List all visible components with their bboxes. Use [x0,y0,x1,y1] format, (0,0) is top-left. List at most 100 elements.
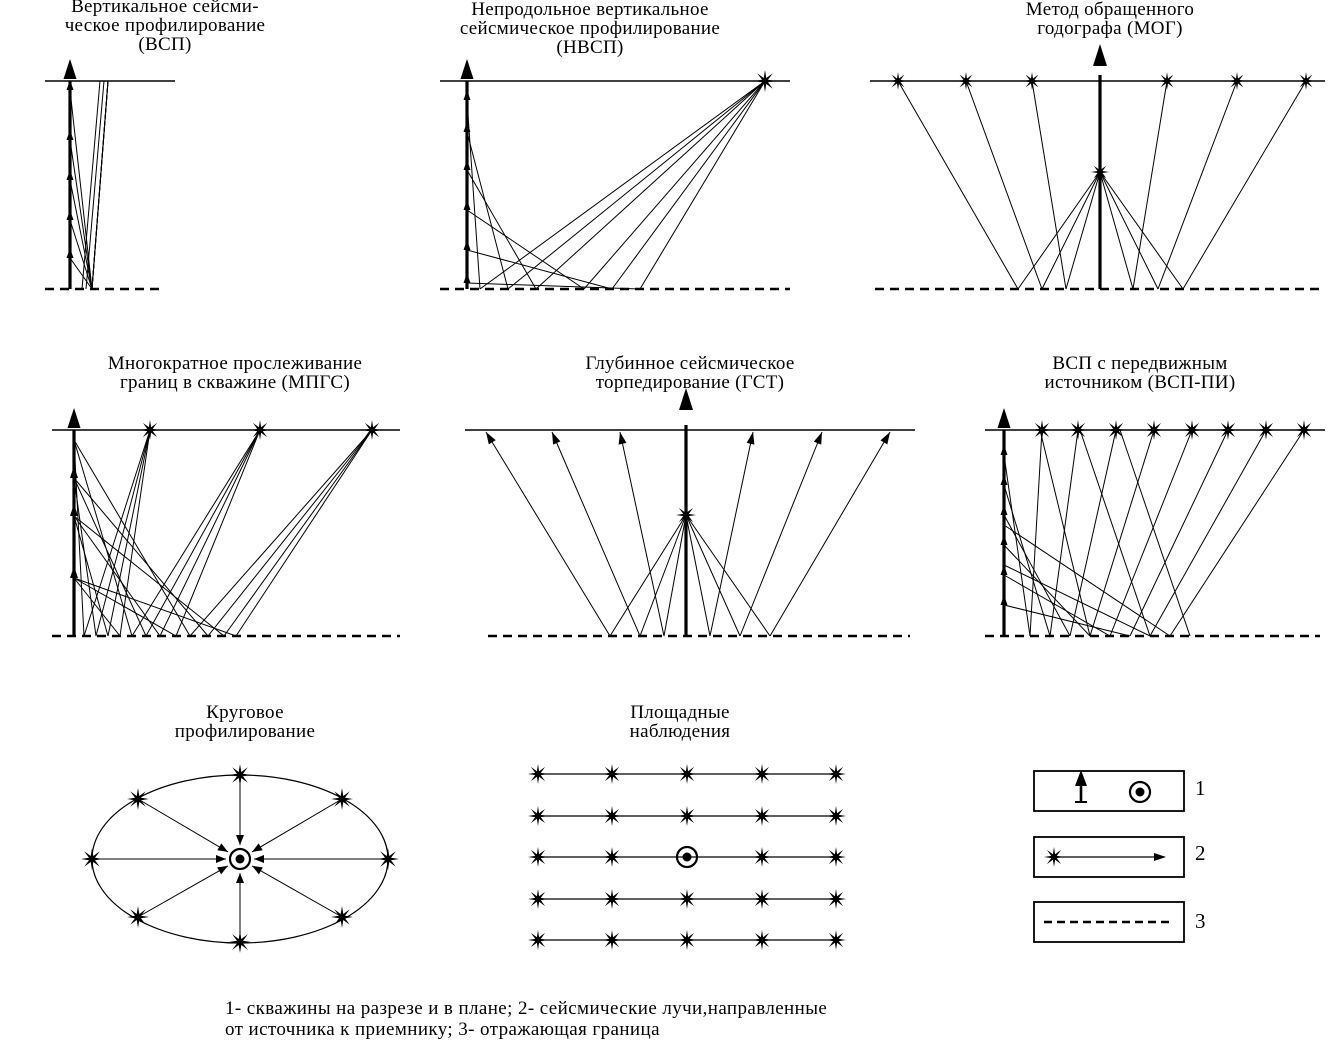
ray-line [73,515,109,637]
ray-line [1003,484,1051,637]
ray-line [73,439,191,637]
ray-line [663,514,687,637]
source-star-icon [826,806,846,826]
title-vsp-pi: ВСП с передвижным источником (ВСП-ПИ) [1044,353,1236,393]
ray-line [583,80,766,290]
source-star-icon [752,764,772,784]
source-star-icon [528,806,548,826]
ray-line [1119,429,1191,637]
ray-line [897,80,1019,290]
legend-borehole-arrow-icon [1075,770,1087,786]
ray-line [551,431,641,637]
ray-line [69,257,93,290]
ray-line [1003,574,1111,637]
ray-line [639,514,687,637]
ray-arrowhead [254,855,264,863]
ray-line [73,515,161,637]
ray-line [769,431,891,637]
ray-line [1099,171,1134,290]
source-star-icon [528,764,548,784]
ray-line [1099,171,1184,290]
ray-line [73,477,209,637]
ray-line [611,80,766,290]
ray-line [1182,80,1307,290]
receiver-arrow-icon [1000,505,1008,515]
ray-line [1039,429,1091,637]
legend-box-1 [1033,770,1185,812]
ray-line [507,80,766,290]
ray-line [73,577,237,637]
receiver-arrow-icon [463,240,471,250]
source-star-icon [752,930,772,950]
ray-line [485,431,611,637]
legend-well-plan-icon [1128,780,1152,804]
ray-arrowhead [236,873,244,883]
source-star-icon [677,806,697,826]
ray-line [235,429,373,637]
ray-arrowhead [486,432,496,445]
ray-line [739,431,823,637]
ray-line [159,429,261,637]
ray-line [1003,604,1131,637]
title-circular: Круговое профилирование [174,702,316,742]
source-star-icon [528,889,548,909]
ray-line [1149,429,1267,637]
ray-line [119,429,151,637]
ray-line [189,429,373,637]
legend [1033,770,1185,943]
receiver-arrow-icon [1000,535,1008,545]
ray-line [73,515,225,637]
ray-line [73,439,133,637]
legend-ray-arrowhead [1154,853,1166,861]
title-gst: Глубинное сейсмическое торпедирование (Г… [585,353,795,393]
legend-box-2 [1033,836,1185,878]
legend-caption: 1- скважины на разрезе и в плане; 2- сей… [225,998,828,1040]
ray-line [95,429,151,637]
well-plan-center [1135,787,1145,797]
receiver-arrow-icon [66,80,74,90]
source-star-icon [602,847,622,867]
receiver-arrow-icon [66,248,74,258]
ray-line [1079,429,1151,637]
source-star-icon [602,889,622,909]
source-star-icon [826,930,846,950]
ray-line [466,131,509,290]
source-star-icon [677,930,697,950]
source-star-icon [677,889,697,909]
ray-line [251,798,343,853]
ray-arrowhead [252,843,263,852]
borehole-top-arrow-icon [67,408,81,428]
receiver-arrow-icon [1000,565,1008,575]
diagram-mpgs [52,408,400,638]
ray-line [69,219,93,290]
borehole-top-arrow-icon [1093,44,1107,66]
ray-line [1065,171,1101,290]
source-star-icon [752,847,772,867]
ray-line [1169,429,1305,637]
title-nvsp: Непродольное вертикальное сейсмическое п… [459,0,721,58]
diagram-areal [528,764,846,950]
ray-arrowhead [552,432,561,445]
diagram-gst [465,388,915,638]
ray-line [175,429,261,637]
title-vsp: Вертикальное сейсми- ческое профилирован… [64,0,266,55]
ray-line [73,439,85,637]
ray-line [73,477,97,637]
source-star-icon [752,806,772,826]
ray-line [685,514,771,637]
legend-number-2: 2 [1195,841,1206,865]
title-mog: Метод обращенного годографа (МОГ) [1025,0,1195,39]
ray-line [965,80,1043,290]
ray-line [639,80,766,290]
ray-arrowhead [217,865,228,875]
ray-line [619,431,665,637]
receiver-arrow-icon [463,122,471,132]
borehole-top-arrow-icon [997,408,1011,428]
ray-line [83,429,151,637]
receiver-arrow-icon [463,160,471,170]
ray-line [1129,429,1229,637]
receiver-arrow-icon [70,504,78,516]
ray-line [1069,429,1117,637]
ray-line [1109,429,1193,637]
ray-arrowhead [216,855,226,863]
